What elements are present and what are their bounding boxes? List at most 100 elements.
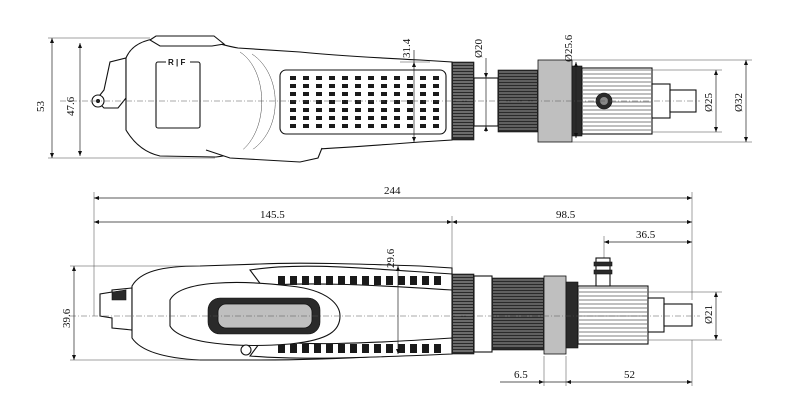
arrowhead [72, 266, 76, 271]
side-collar-ring [565, 281, 579, 349]
grip-slot [326, 276, 333, 285]
nut-knurling [453, 63, 473, 137]
grille-slot [303, 92, 309, 96]
arrowhead [714, 127, 718, 132]
grille-slot [316, 100, 322, 104]
grille-slot [342, 92, 348, 96]
grille-slot [407, 108, 413, 112]
grille-slot [420, 124, 426, 128]
grip-slot [338, 344, 345, 353]
grille-slot [329, 124, 335, 128]
grille-slot [355, 100, 361, 104]
grip-slot [434, 344, 441, 353]
grip-slot [290, 276, 297, 285]
lever-pivot [240, 344, 252, 356]
grille-slot [420, 100, 426, 104]
grille-slot [407, 76, 413, 80]
chuck-knurling [583, 69, 651, 131]
grille-slot [303, 108, 309, 112]
grille-slot [420, 76, 426, 80]
grille-slot [290, 76, 296, 80]
top-view: R | F 53 47.6 31.4 [35, 34, 752, 163]
grip-slot [314, 344, 321, 353]
top-ridge [148, 35, 226, 47]
arrowhead [714, 70, 718, 75]
dimension-arrowheads [50, 38, 748, 384]
dim-text-d25-6: Ø25.6 [563, 34, 575, 62]
grip-slot [290, 344, 297, 353]
arrowhead [412, 62, 416, 67]
grille-slot [394, 100, 400, 104]
grille-slot [394, 76, 400, 80]
arrowhead [714, 292, 718, 297]
grille-slot [342, 108, 348, 112]
grille-slot [381, 100, 387, 104]
grille-slot [316, 84, 322, 88]
grille-slot [355, 108, 361, 112]
clutch-knurling [499, 71, 537, 130]
grille-slot [433, 76, 439, 80]
grille-slot [407, 124, 413, 128]
grille-slot [368, 100, 374, 104]
arrowhead [78, 151, 82, 156]
grille-slot [342, 76, 348, 80]
grille-slot [290, 92, 296, 96]
side-bit-holder [647, 297, 665, 333]
grille-slot [355, 116, 361, 120]
grille-slot [290, 124, 296, 128]
grille-slot [316, 108, 322, 112]
grille-slot [368, 84, 374, 88]
grille-slot [394, 108, 400, 112]
grille-slot [355, 84, 361, 88]
grille-slot [381, 92, 387, 96]
dim-text-36-5: 36.5 [636, 229, 656, 241]
grille-slot [368, 92, 374, 96]
grille-slot [329, 116, 335, 120]
grille-slot [420, 92, 426, 96]
grille-slot [407, 116, 413, 120]
grille-slot [329, 108, 335, 112]
grip-slot [302, 276, 309, 285]
grip-contour [239, 51, 262, 153]
side-bit-tip [663, 303, 693, 327]
grille-slot [355, 92, 361, 96]
grille-slot [290, 100, 296, 104]
arrowhead [687, 240, 692, 244]
dim-text-29-6: 29.6 [385, 248, 397, 268]
switch-window [155, 61, 201, 129]
air-fitting-ring-2 [593, 269, 613, 275]
grille-slot [303, 84, 309, 88]
grip-slot [398, 344, 405, 353]
grille-slot [420, 108, 426, 112]
air-fitting-ring-1 [593, 261, 613, 267]
arrowhead [484, 73, 488, 78]
arrowhead [714, 335, 718, 340]
grille-slot [290, 108, 296, 112]
grille-slot [394, 84, 400, 88]
grip-slot [410, 276, 417, 285]
arrowhead [574, 62, 578, 67]
grille-slot [316, 116, 322, 120]
side-clutch-ring [491, 277, 545, 351]
dim-text-47-6: 47.6 [65, 96, 77, 116]
grille-slot [329, 100, 335, 104]
grille-slot [368, 124, 374, 128]
dim-text-244: 244 [384, 185, 401, 197]
grip-slot [374, 276, 381, 285]
arrowhead [604, 240, 609, 244]
arrowhead [687, 196, 692, 200]
grille-slot [433, 108, 439, 112]
grip-slot [314, 276, 321, 285]
grille-slot [407, 92, 413, 96]
dim-text-d21: Ø21 [703, 305, 715, 324]
grille-slot [381, 84, 387, 88]
grille-slot [303, 76, 309, 80]
dim-text-52: 52 [624, 369, 635, 381]
arrowhead [566, 380, 571, 384]
grille-slot [368, 108, 374, 112]
side-nut-knurling [453, 275, 473, 352]
grille-slot [303, 100, 309, 104]
grip-slot [434, 276, 441, 285]
